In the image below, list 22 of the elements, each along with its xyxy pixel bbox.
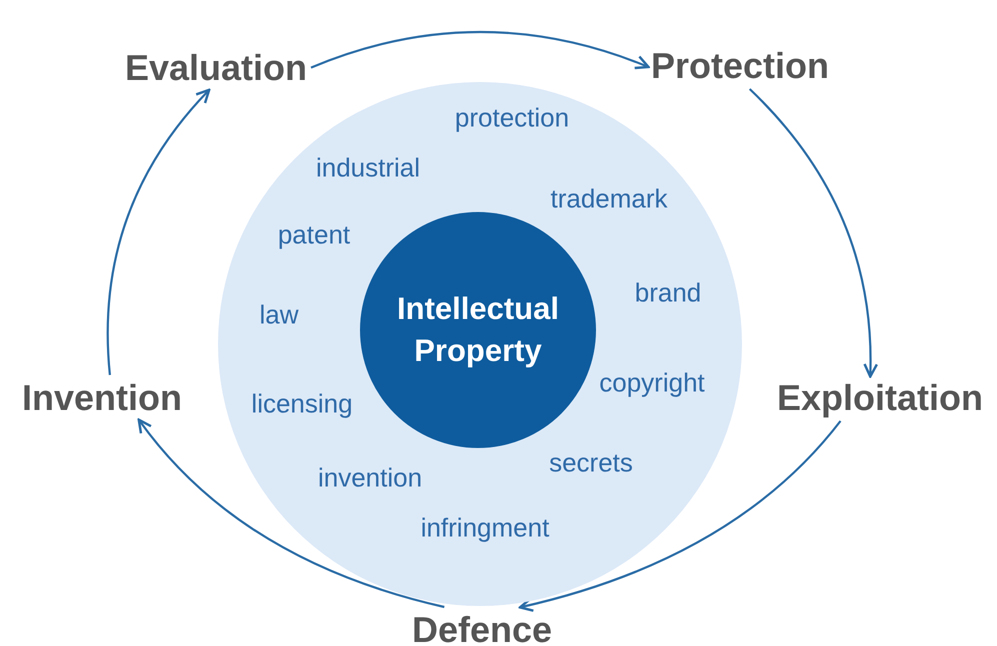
curved-arrow: [518, 420, 842, 612]
keyword-text: patent: [278, 220, 350, 250]
keyword-text: protection: [454, 102, 570, 134]
keyword-text: law: [260, 300, 298, 330]
keyword-text: infringment: [420, 512, 550, 544]
keyword-text: secrets: [549, 448, 633, 478]
curved-arrow: [138, 418, 445, 608]
keyword-text: trademark: [550, 184, 668, 214]
keyword-text: brand: [634, 278, 702, 308]
stage-label: Exploitation: [773, 375, 987, 421]
center-circle: Intellectual Property: [360, 212, 596, 448]
stage-label: Defence: [408, 607, 556, 646]
keyword-text: invention: [318, 462, 422, 494]
curved-arrow: [310, 30, 650, 70]
keyword-text: copyright: [599, 368, 705, 398]
stage-label: Protection: [647, 43, 833, 89]
keyword-text: licensing: [251, 388, 353, 420]
keyword-text: industrial: [316, 152, 420, 184]
curved-arrow: [106, 88, 210, 376]
curved-arrow: [748, 88, 878, 378]
stage-label: Evaluation: [120, 45, 312, 91]
stage-label: Invention: [18, 375, 186, 421]
